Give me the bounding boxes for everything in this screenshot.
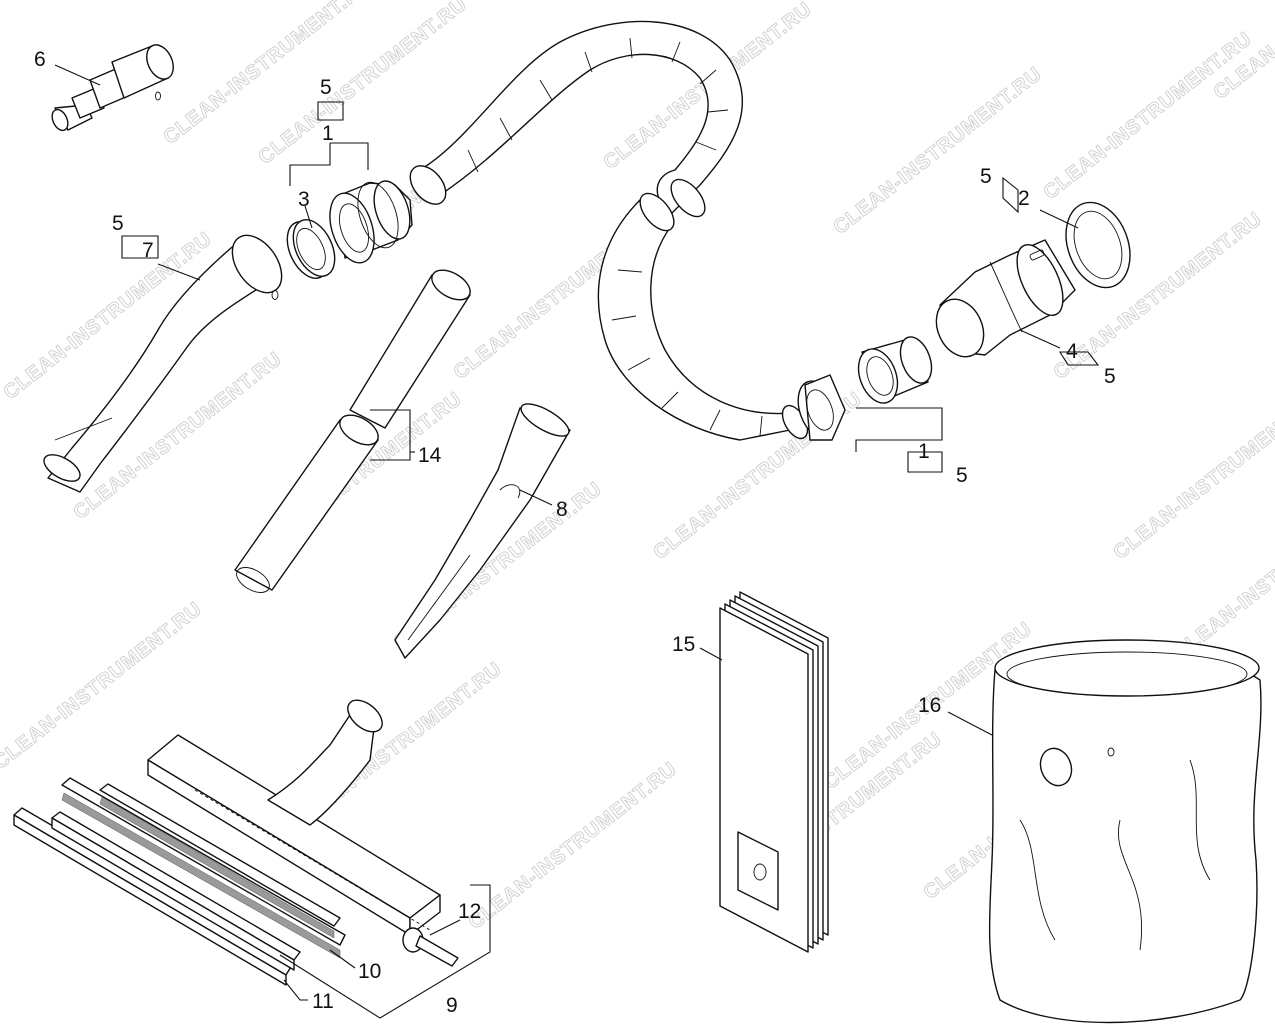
crevice-nozzle xyxy=(394,403,571,659)
watermark: CLEAN-INSTRUMENT.RU xyxy=(1040,28,1257,204)
watermark: CLEAN-INSTRUMENT.RU xyxy=(465,758,682,934)
callout-14: 14 xyxy=(418,444,442,467)
filter-bucket xyxy=(988,639,1262,1024)
callout-10: 10 xyxy=(358,960,381,983)
hose-coupling-right xyxy=(797,336,933,441)
castor-wheels xyxy=(402,927,459,967)
reducer-adapter xyxy=(51,44,174,132)
suction-hose xyxy=(409,20,809,441)
callout-5: 5 xyxy=(112,212,124,235)
inlet-connector xyxy=(935,239,1076,358)
callout-3: 3 xyxy=(298,188,310,211)
squeegee-strips xyxy=(13,777,346,986)
filter-bags xyxy=(719,591,829,953)
callout-11: 11 xyxy=(312,990,334,1013)
callout-1: 1 xyxy=(918,440,930,463)
callout-12: 12 xyxy=(458,900,481,923)
extension-tubes xyxy=(234,269,471,593)
callout-labels: 6 5 1 3 5 7 14 8 5 2 4 5 1 5 15 16 12 10… xyxy=(34,48,1116,1017)
watermark: CLEAN-INSTRUMENT.RU xyxy=(160,0,377,149)
leader-lines xyxy=(54,64,1100,1019)
watermark: CLEAN-INSTRUMENT.RU xyxy=(830,63,1047,239)
callout-6: 6 xyxy=(34,48,46,71)
floor-nozzle xyxy=(147,699,441,936)
callout-5: 5 xyxy=(980,165,992,188)
callout-4: 4 xyxy=(1066,340,1078,363)
callout-1: 1 xyxy=(322,122,334,145)
callout-5: 5 xyxy=(320,76,332,99)
clamp-ring xyxy=(286,219,336,279)
callout-5: 5 xyxy=(1104,365,1116,388)
callout-9: 9 xyxy=(446,994,458,1017)
callout-16: 16 xyxy=(918,694,941,717)
sealing-ring xyxy=(1065,201,1131,289)
callout-2: 2 xyxy=(1018,187,1030,210)
watermark: CLEAN-INSTRUMENT.RU xyxy=(1110,388,1275,564)
handle-elbow xyxy=(43,234,283,493)
callout-15: 15 xyxy=(672,633,695,656)
callout-8: 8 xyxy=(556,498,568,521)
callout-5: 5 xyxy=(956,464,968,487)
callout-7: 7 xyxy=(142,239,154,262)
hose-coupling-left xyxy=(329,180,413,264)
watermark: CLEAN-INSTRUMENT.RU xyxy=(255,0,472,169)
